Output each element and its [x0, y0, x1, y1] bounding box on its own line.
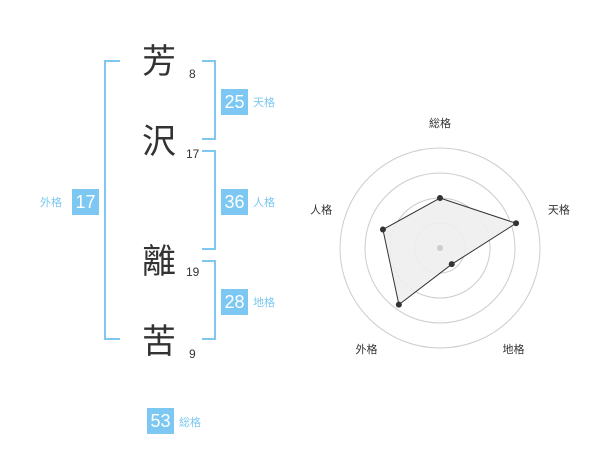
radar-center-point: [437, 245, 443, 251]
name-char-4: 苦: [142, 322, 176, 362]
radar-grid-ring: [339, 147, 541, 349]
name-char-1: 芳: [142, 42, 176, 82]
radar-area: [382, 197, 518, 306]
gaikaku-badge: 17: [72, 189, 99, 215]
tenkaku-label: 天格: [253, 96, 275, 109]
radar-point-1: [437, 195, 443, 201]
chikaku-bracket: [202, 260, 216, 340]
radar-axis-label-1: 総格: [429, 116, 451, 130]
radar-axis-label-5: 人格: [310, 202, 332, 216]
radar-axis-label-3: 地格: [502, 342, 524, 356]
radar-point-5: [379, 226, 386, 233]
gaikaku-bracket: [104, 60, 120, 340]
jinkaku-badge: 36: [221, 189, 248, 215]
name-char-3: 離: [142, 242, 176, 282]
soukaku-label: 総格: [179, 416, 201, 429]
gaikaku-label: 外格: [40, 196, 62, 209]
radar-point-2: [513, 220, 520, 227]
radar-grid-ring: [364, 172, 516, 324]
jinkaku-bracket: [202, 150, 216, 250]
radar-axis-label-4: 外格: [356, 342, 378, 356]
soukaku-badge: 53: [147, 408, 174, 434]
radar-point-3: [448, 261, 455, 268]
radar-axis-label-2: 天格: [548, 202, 570, 216]
chikaku-label: 地格: [253, 296, 275, 309]
chikaku-badge: 28: [221, 289, 248, 315]
name-char-2: 沢: [142, 122, 176, 162]
tenkaku-bracket: [202, 60, 216, 140]
tenkaku-badge: 25: [221, 89, 248, 115]
stroke-count-2: 17: [186, 147, 200, 161]
stroke-count-4: 9: [189, 347, 196, 361]
radar-point-4: [395, 301, 402, 308]
stroke-count-1: 8: [189, 67, 196, 81]
jinkaku-label: 人格: [253, 196, 275, 209]
stroke-count-3: 19: [186, 265, 200, 279]
